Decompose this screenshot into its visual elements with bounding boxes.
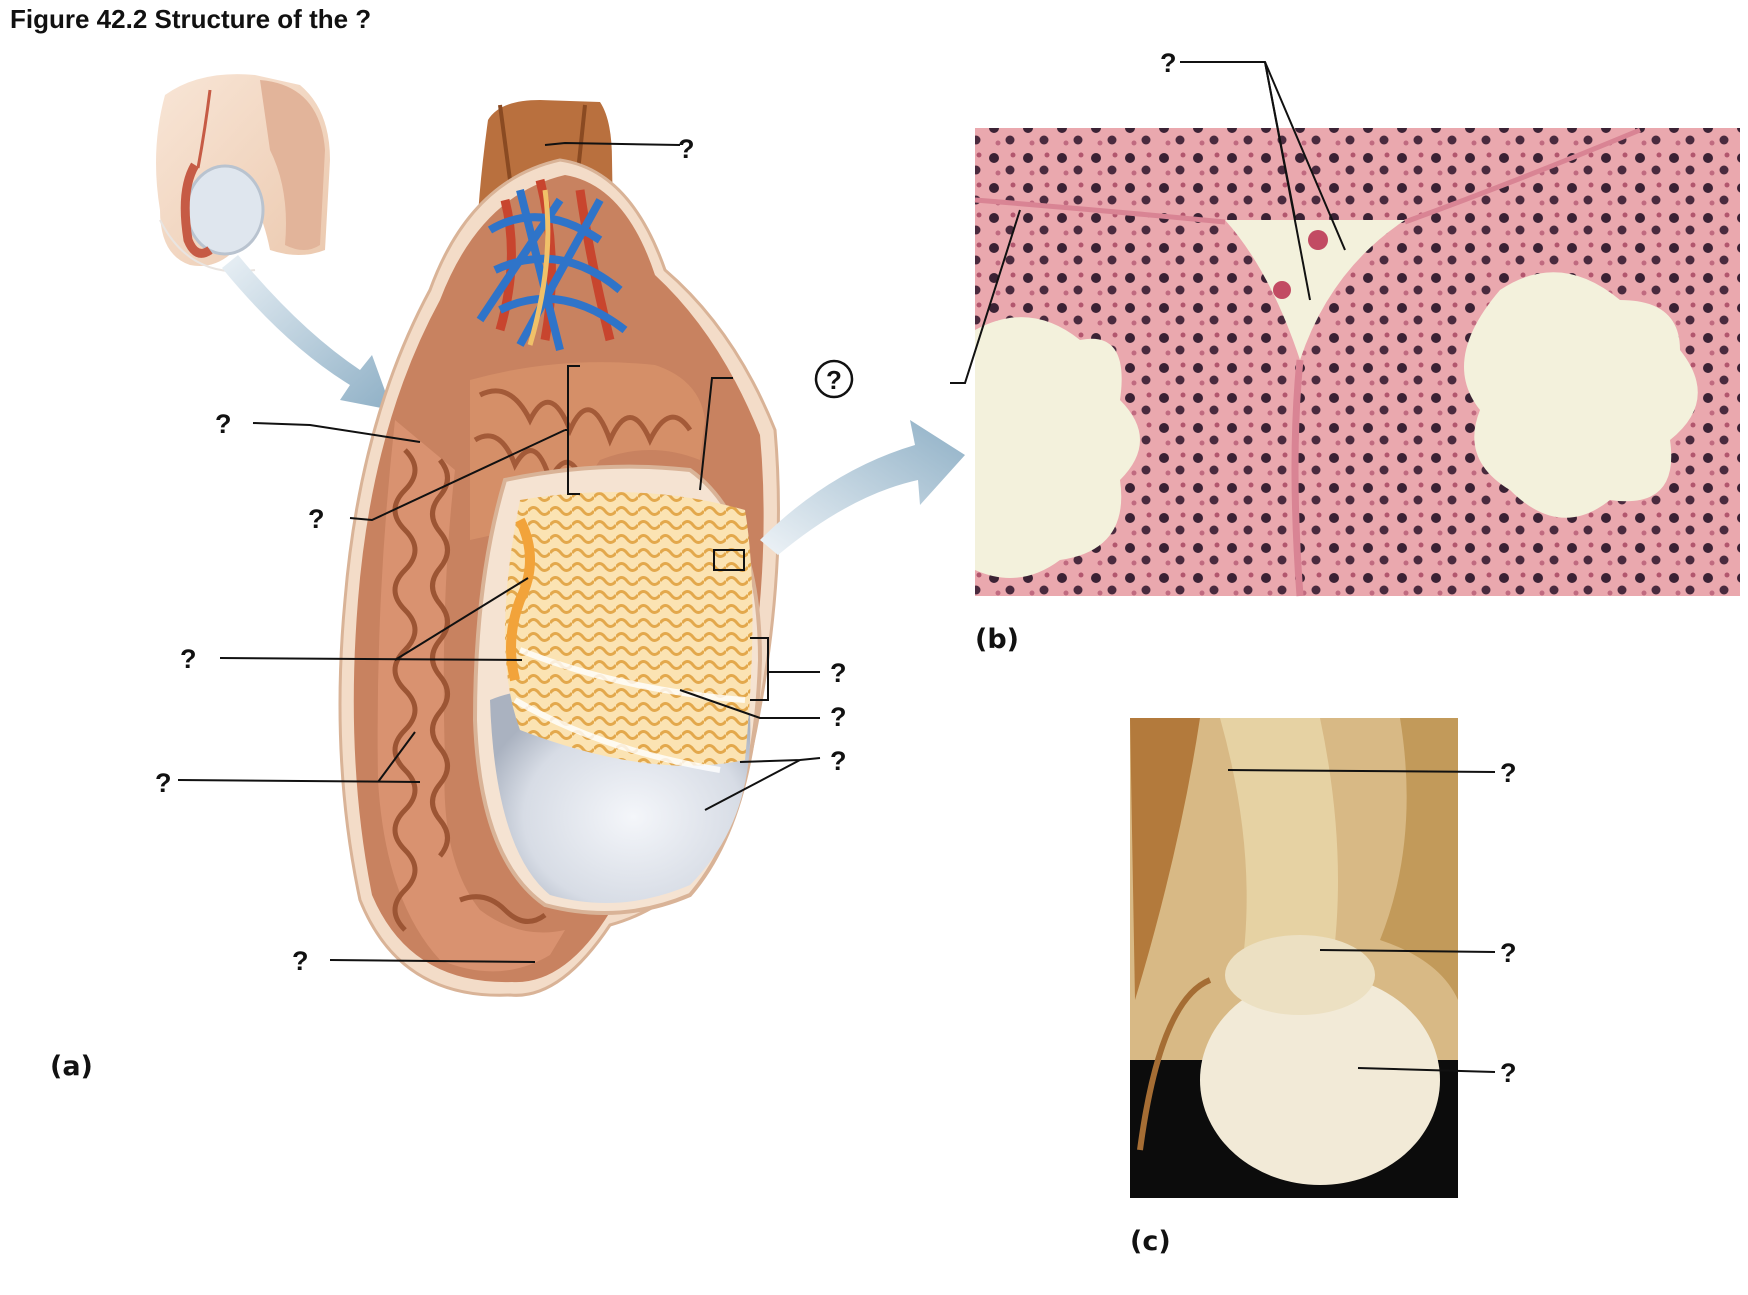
label-a-left-2: ? [308,504,325,534]
inset-anatomy-image [156,74,330,273]
label-a-right-1: ? [830,658,847,688]
circled-question-mark: ? [826,365,842,395]
label-a-right-3: ? [830,746,847,776]
arrow-inset-to-diagram [222,255,392,410]
panel-a-diagram [156,74,965,997]
circled-question-mark-ring [814,359,854,399]
panel-label-b: (b) [975,624,1019,655]
label-a-left-4: ? [155,768,172,798]
labels: ? ? ? ? ? ? ? ? ? ? ? ? ? [155,48,1517,1088]
panel-label-c: (c) [1130,1226,1171,1257]
vascular-plexus [476,178,628,351]
arrow-diagram-to-histology [760,420,965,555]
label-a-top: ? [678,134,695,164]
label-a-left-3: ? [180,644,197,674]
panel-b-micrograph [974,127,1740,597]
label-c-1: ? [1500,758,1517,788]
label-a-right-2: ? [830,702,847,732]
panel-label-a: (a) [50,1051,93,1082]
label-b-top: ? [1160,48,1177,78]
label-a-bottom: ? [292,946,309,976]
leader-lines [177,61,1496,1073]
label-c-2: ? [1500,938,1517,968]
label-c-3: ? [1500,1058,1517,1088]
figure-title: Figure 42.2 Structure of the ? [10,4,372,34]
magnified-region-marker [713,549,745,571]
panel-c-photo [1130,718,1458,1198]
label-a-left-1: ? [215,409,232,439]
